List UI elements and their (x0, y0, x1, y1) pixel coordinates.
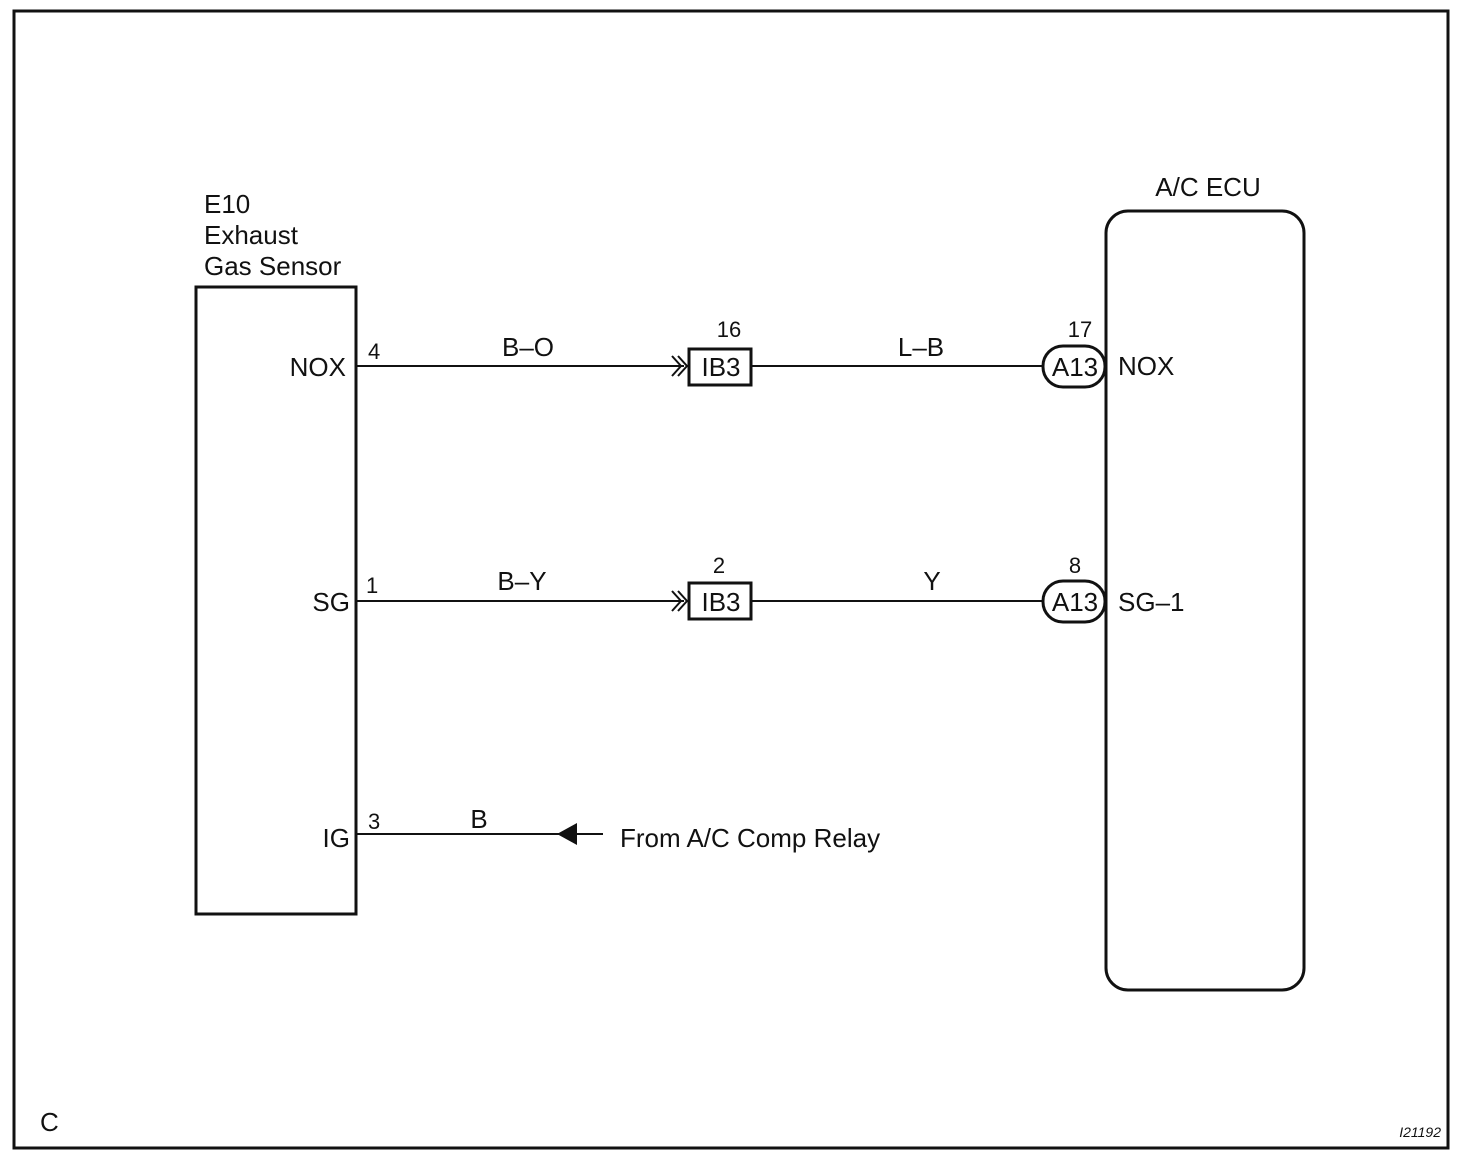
sensor-id: E10 (204, 189, 250, 219)
connector-chevron-inner-nox (677, 355, 689, 377)
ecu-name: A/C ECU (1155, 172, 1260, 202)
junction-box-nox (687, 347, 753, 387)
ecu-pin-sg1: 8 (1069, 553, 1081, 578)
figure-id: I21192 (1399, 1124, 1441, 1140)
sensor-terminal-ig: IG (323, 823, 350, 853)
connector-chevron-outer-sg (671, 590, 683, 612)
sensor-name-line1: Exhaust (204, 220, 299, 250)
ecu-terminal-nox: NOX (1118, 351, 1174, 381)
connector-chevron-inner-sg (677, 590, 689, 612)
wire-color-b-o: B–O (502, 332, 554, 362)
junction-pin-nox: 16 (717, 317, 741, 342)
wire-color-y: Y (923, 566, 940, 596)
connector-chevron-outer-nox (671, 355, 683, 377)
sensor-terminal-sg: SG (312, 587, 350, 617)
ecu-terminal-sg1: SG–1 (1118, 587, 1185, 617)
diagram-frame (12, 9, 1450, 1150)
wire-color-b-y: B–Y (497, 566, 546, 596)
ecu-connector-oval-nox (1041, 344, 1107, 389)
ig-source-arrow (557, 823, 577, 845)
wire-color-l-b: L–B (898, 332, 944, 362)
ecu-connector-oval-sg (1041, 579, 1107, 624)
sensor-terminal-nox: NOX (290, 352, 346, 382)
sensor-name-line2: Gas Sensor (204, 251, 342, 281)
ecu-pin-nox: 17 (1068, 317, 1092, 342)
sensor-pin-nox: 4 (368, 339, 380, 364)
junction-label-nox: IB3 (701, 352, 740, 382)
sensor-pin-sg: 1 (366, 573, 378, 598)
wire-color-b: B (470, 804, 487, 834)
ecu-connector-label-sg: A13 (1052, 587, 1098, 617)
junction-label-sg: IB3 (701, 587, 740, 617)
junction-pin-sg: 2 (713, 553, 725, 578)
ecu-connector-label-nox: A13 (1052, 352, 1098, 382)
sensor-pin-ig: 3 (368, 809, 380, 834)
ig-source-label: From A/C Comp Relay (620, 823, 880, 853)
corner-letter: C (40, 1107, 59, 1137)
